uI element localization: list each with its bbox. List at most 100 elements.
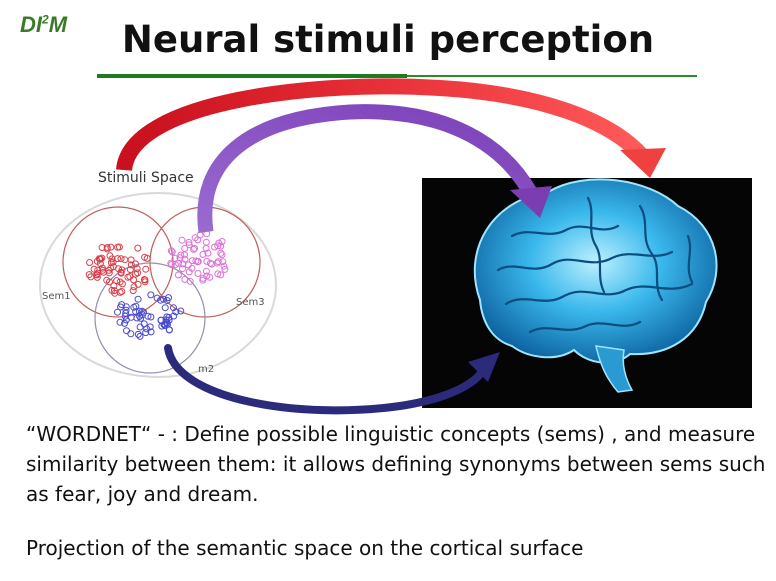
stimulus-point [208, 260, 216, 268]
stimulus-point [136, 332, 144, 340]
stimulus-point [98, 244, 106, 251]
stimulus-point [181, 251, 189, 259]
stimulus-point [206, 273, 214, 281]
stimulus-point [127, 330, 135, 338]
stimulus-point [94, 266, 102, 274]
stimulus-point [167, 259, 175, 267]
stimulus-point [121, 256, 129, 264]
stimulus-point [113, 277, 121, 285]
stimulus-point [147, 291, 155, 299]
stimulus-point [93, 273, 101, 281]
stimulus-point [114, 243, 122, 251]
stimulus-point [134, 280, 142, 288]
stimulus-point [199, 274, 207, 282]
stimuli-space-label: Stimuli Space [98, 170, 194, 186]
stimulus-point [170, 304, 177, 312]
stimulus-point [141, 278, 149, 286]
sem2-circle [94, 262, 206, 374]
stimulus-point [167, 247, 175, 255]
stimulus-point [110, 287, 118, 295]
stimulus-point [217, 271, 225, 279]
stimuli-outer-ellipse [39, 192, 277, 378]
stimulus-point [138, 307, 146, 315]
stimulus-point [164, 320, 171, 328]
stimulus-point [116, 318, 124, 326]
stimulus-point [116, 278, 124, 286]
wordnet-paragraph: “WORDNET“ - : Define possible linguistic… [26, 422, 766, 506]
stimulus-point [124, 273, 132, 281]
stimulus-point [194, 236, 202, 244]
stimulus-point [179, 265, 186, 273]
stimulus-point [106, 278, 113, 286]
stimulus-point [162, 316, 170, 324]
title-underline [97, 74, 697, 78]
stimulus-point [117, 303, 125, 311]
stimulus-point [171, 254, 179, 262]
stimulus-point [135, 307, 143, 315]
stimulus-point [110, 282, 118, 290]
stimulus-point [114, 308, 121, 316]
stimulus-point [204, 249, 212, 257]
stimulus-point [106, 252, 114, 260]
stimulus-point [107, 243, 115, 251]
stimulus-point [129, 287, 137, 295]
sem2-label: m2 [198, 364, 215, 375]
stimulus-point [121, 319, 129, 327]
stimulus-point [121, 312, 129, 320]
stimulus-point [117, 255, 125, 263]
stimulus-point [221, 265, 229, 273]
stimulus-point [105, 269, 113, 277]
stimulus-point [136, 323, 144, 331]
stimulus-point [206, 259, 214, 267]
stimulus-point [140, 308, 148, 316]
stimulus-point [202, 267, 210, 275]
stimulus-point [132, 270, 140, 278]
stimulus-point [114, 255, 121, 263]
stimulus-point [214, 258, 222, 266]
stimulus-point [177, 251, 185, 259]
stimulus-point [107, 259, 115, 267]
red-arrow [116, 78, 666, 178]
stimulus-point [144, 312, 152, 320]
stimulus-point [153, 294, 161, 302]
stimulus-point [161, 304, 169, 312]
stimulus-point [178, 236, 186, 244]
stimulus-point [126, 266, 134, 274]
stimulus-point [132, 302, 140, 310]
body-text: “WORDNET“ - : Define possible linguistic… [26, 419, 766, 563]
stimulus-point [190, 245, 198, 253]
stimulus-point [191, 244, 198, 252]
stimulus-point [194, 270, 202, 277]
slide-title: Neural stimuli perception [121, 18, 655, 61]
stimulus-point [95, 255, 103, 263]
stimulus-point [141, 253, 149, 261]
stimulus-point [161, 320, 169, 328]
stimulus-point [172, 308, 180, 316]
stimulus-point [185, 241, 193, 249]
stimulus-point [168, 248, 176, 256]
projection-paragraph: Projection of the semantic space on the … [26, 536, 584, 560]
stimulus-point [218, 238, 226, 245]
stimulus-point [211, 243, 219, 251]
stimulus-point [134, 244, 142, 252]
stimulus-point [188, 264, 196, 272]
stimulus-point [105, 266, 113, 274]
stimulus-point [199, 250, 207, 258]
stimulus-point [185, 238, 193, 246]
stimulus-point [115, 265, 122, 273]
stimulus-point [202, 238, 210, 246]
stimulus-point [142, 329, 150, 337]
stimulus-point [134, 330, 142, 338]
sem1-label: Sem1 [42, 291, 71, 302]
stimulus-point [147, 328, 155, 336]
stimulus-point [214, 270, 222, 278]
stimulus-point [134, 295, 142, 303]
stimulus-point [127, 261, 135, 269]
stimulus-point [203, 272, 211, 280]
stimulus-point [86, 259, 94, 266]
purple-arrow [197, 104, 552, 234]
stimulus-point [118, 288, 126, 295]
stimulus-point [85, 271, 93, 279]
